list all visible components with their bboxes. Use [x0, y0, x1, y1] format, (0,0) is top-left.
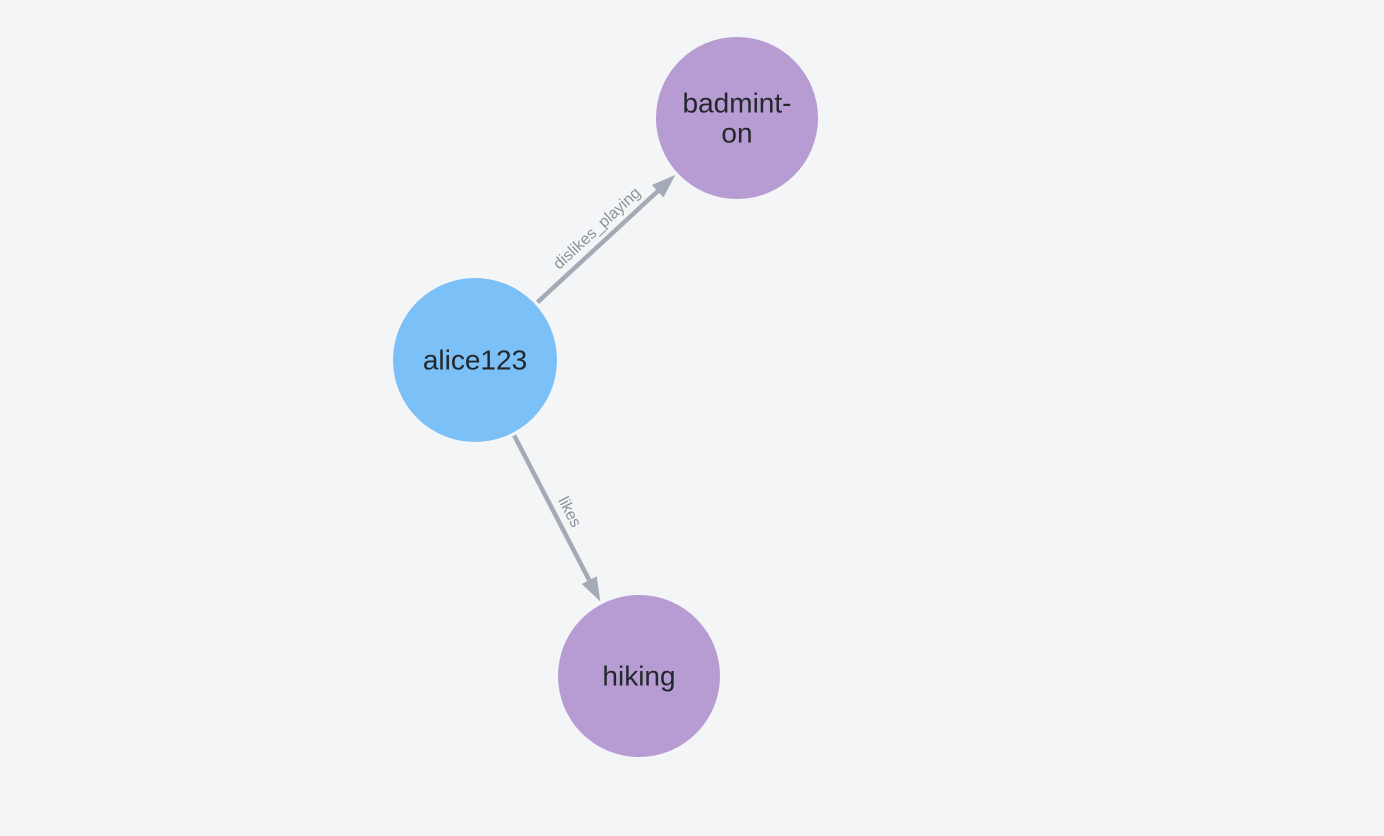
- edge-dislikes_playing[interactable]: dislikes_playing: [535, 174, 676, 304]
- node-circle[interactable]: [656, 37, 818, 199]
- edge-arrowhead: [581, 576, 601, 602]
- node-alice123[interactable]: alice123: [393, 278, 557, 442]
- node-circle[interactable]: [393, 278, 557, 442]
- edge-likes[interactable]: likes: [512, 434, 601, 602]
- node-badminton[interactable]: badmint-on: [656, 37, 818, 199]
- edge-line[interactable]: [535, 186, 663, 304]
- edge-label: dislikes_playing: [550, 184, 644, 273]
- edge-arrowhead: [651, 174, 676, 198]
- edge-line[interactable]: [512, 434, 594, 585]
- node-circle[interactable]: [558, 595, 720, 757]
- node-hiking[interactable]: hiking: [558, 595, 720, 757]
